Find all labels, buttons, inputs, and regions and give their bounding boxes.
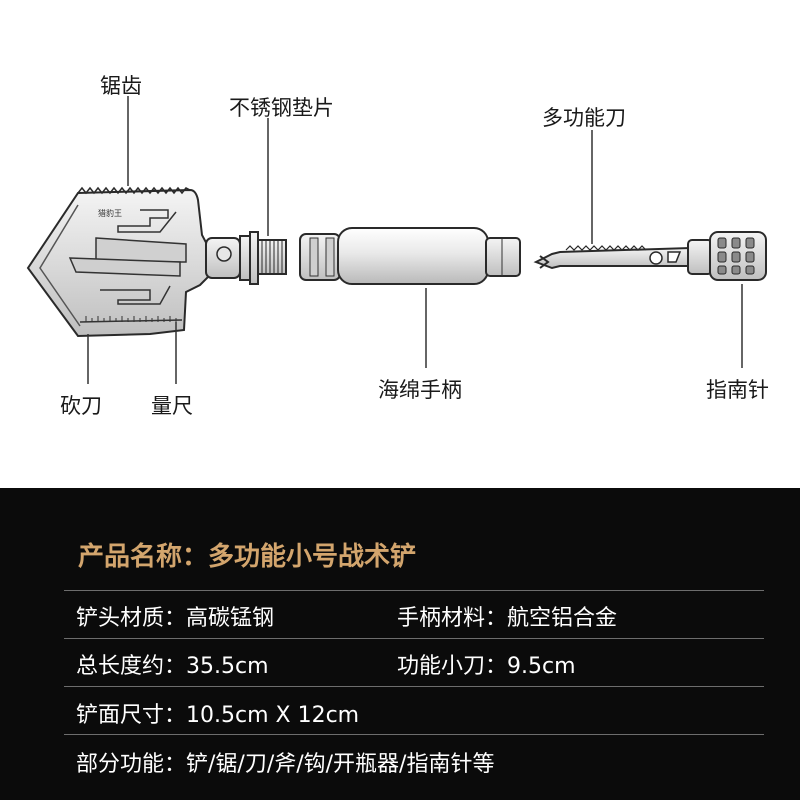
callout-compass: 指南针: [706, 378, 769, 402]
callout-multitool-knife: 多功能刀: [542, 106, 626, 130]
multitool-knife: [533, 245, 691, 270]
callout-washer: 不锈钢垫片: [229, 96, 334, 120]
shovel-head: 猎豹王: [26, 186, 211, 338]
spec-divider: [64, 638, 764, 639]
sponge-handle: [299, 227, 521, 285]
compass: [687, 231, 767, 281]
spec-divider: [64, 734, 764, 735]
callout-chopper: 砍刀: [60, 394, 102, 418]
spec-panel: [0, 488, 800, 800]
spec-knife-length: 功能小刀：9.5cm: [397, 654, 576, 679]
callout-saw-teeth: 锯齿: [100, 74, 142, 98]
washer: [249, 231, 259, 285]
product-diagram: 猎豹王: [26, 74, 769, 418]
callout-lines: [87, 96, 743, 384]
spec-functions: 部分功能：铲/锯/刀/斧/钩/开瓶器/指南针等: [76, 752, 495, 777]
spec-divider: [64, 590, 764, 591]
callout-ruler: 量尺: [151, 394, 193, 418]
callout-sponge-handle: 海绵手柄: [378, 378, 462, 402]
spec-total-length: 总长度约：35.5cm: [76, 654, 269, 679]
blade-engraving: 猎豹王: [98, 208, 122, 218]
spec-divider: [64, 686, 764, 687]
spec-blade-size: 铲面尺寸：10.5cm X 12cm: [76, 703, 360, 728]
shovel-illustration: 猎豹王: [26, 96, 767, 384]
product-title: 产品名称：多功能小号战术铲: [78, 542, 417, 572]
spec-handle-material: 手柄材料：航空铝合金: [397, 606, 618, 631]
hinge-joint: [205, 231, 287, 285]
spec-head-material: 铲头材质：高碳锰钢: [76, 606, 275, 631]
